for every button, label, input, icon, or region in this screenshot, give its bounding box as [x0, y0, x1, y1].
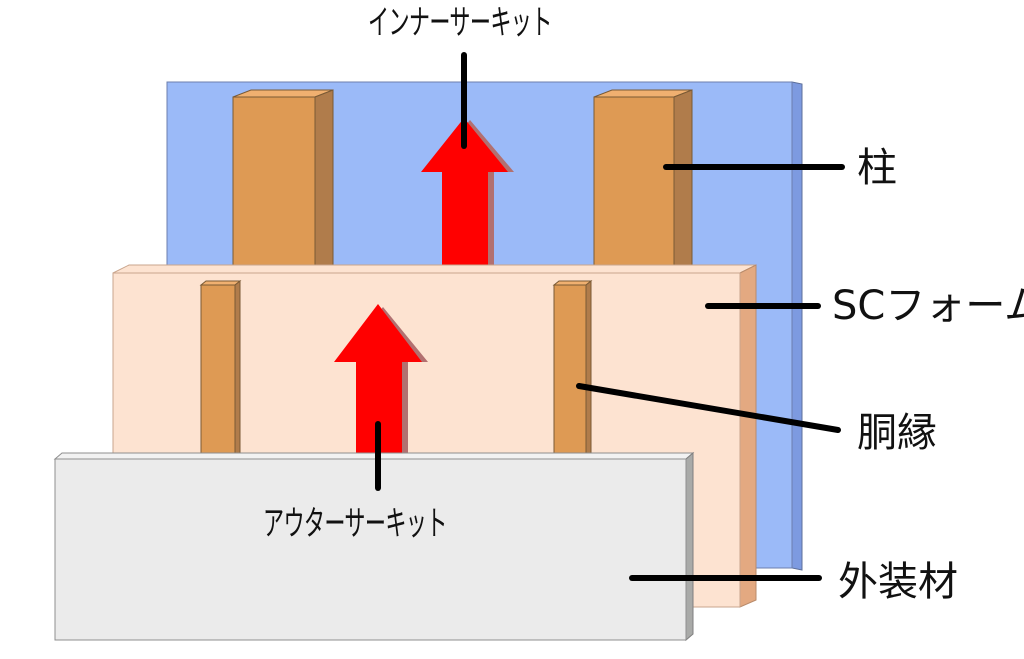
- furring-strip-right-side: [585, 279, 592, 457]
- inner-circuit-arrow: [421, 118, 514, 266]
- outer-circuit-label: アウターサーキット: [263, 504, 447, 544]
- column-left-face: [232, 96, 316, 269]
- furring-strip-right-top: [552, 280, 593, 286]
- exterior-panel-side: [685, 451, 694, 642]
- furring-strip-right: [552, 279, 593, 457]
- column-right-face: [593, 96, 675, 269]
- exterior-panel: [53, 451, 695, 642]
- inner-circuit-label: インナーサーキット: [368, 3, 552, 43]
- furring-strip-left-top: [199, 280, 242, 286]
- column-right: [593, 89, 693, 269]
- leader-line-furring-strip: [576, 383, 841, 433]
- inner-panel-side: [791, 81, 803, 571]
- column-label: 柱: [857, 145, 897, 191]
- sc-foam-label: SCフォーム: [832, 283, 1024, 329]
- furring-strip-left-side: [234, 279, 241, 457]
- furring-strip-right-face: [553, 284, 587, 457]
- furring-strip-left-face: [200, 284, 236, 457]
- sc-foam-panel-top: [112, 264, 757, 274]
- furring-strip-label: 胴縁: [857, 410, 937, 456]
- column-left: [232, 89, 334, 269]
- sc-foam-panel-side: [739, 264, 757, 608]
- outer-circuit-arrow: [334, 304, 428, 456]
- exterior-panel-top: [53, 452, 695, 460]
- column-right-side: [673, 89, 693, 269]
- inner-circuit-arrow-body: [421, 118, 508, 266]
- leader-lines: [375, 52, 845, 581]
- furring-strip-left: [199, 279, 242, 457]
- exterior-panel-face: [54, 458, 687, 641]
- column-left-side: [314, 89, 334, 269]
- exterior-material-label: 外装材: [838, 559, 958, 605]
- outer-circuit-arrow-body: [334, 304, 422, 456]
